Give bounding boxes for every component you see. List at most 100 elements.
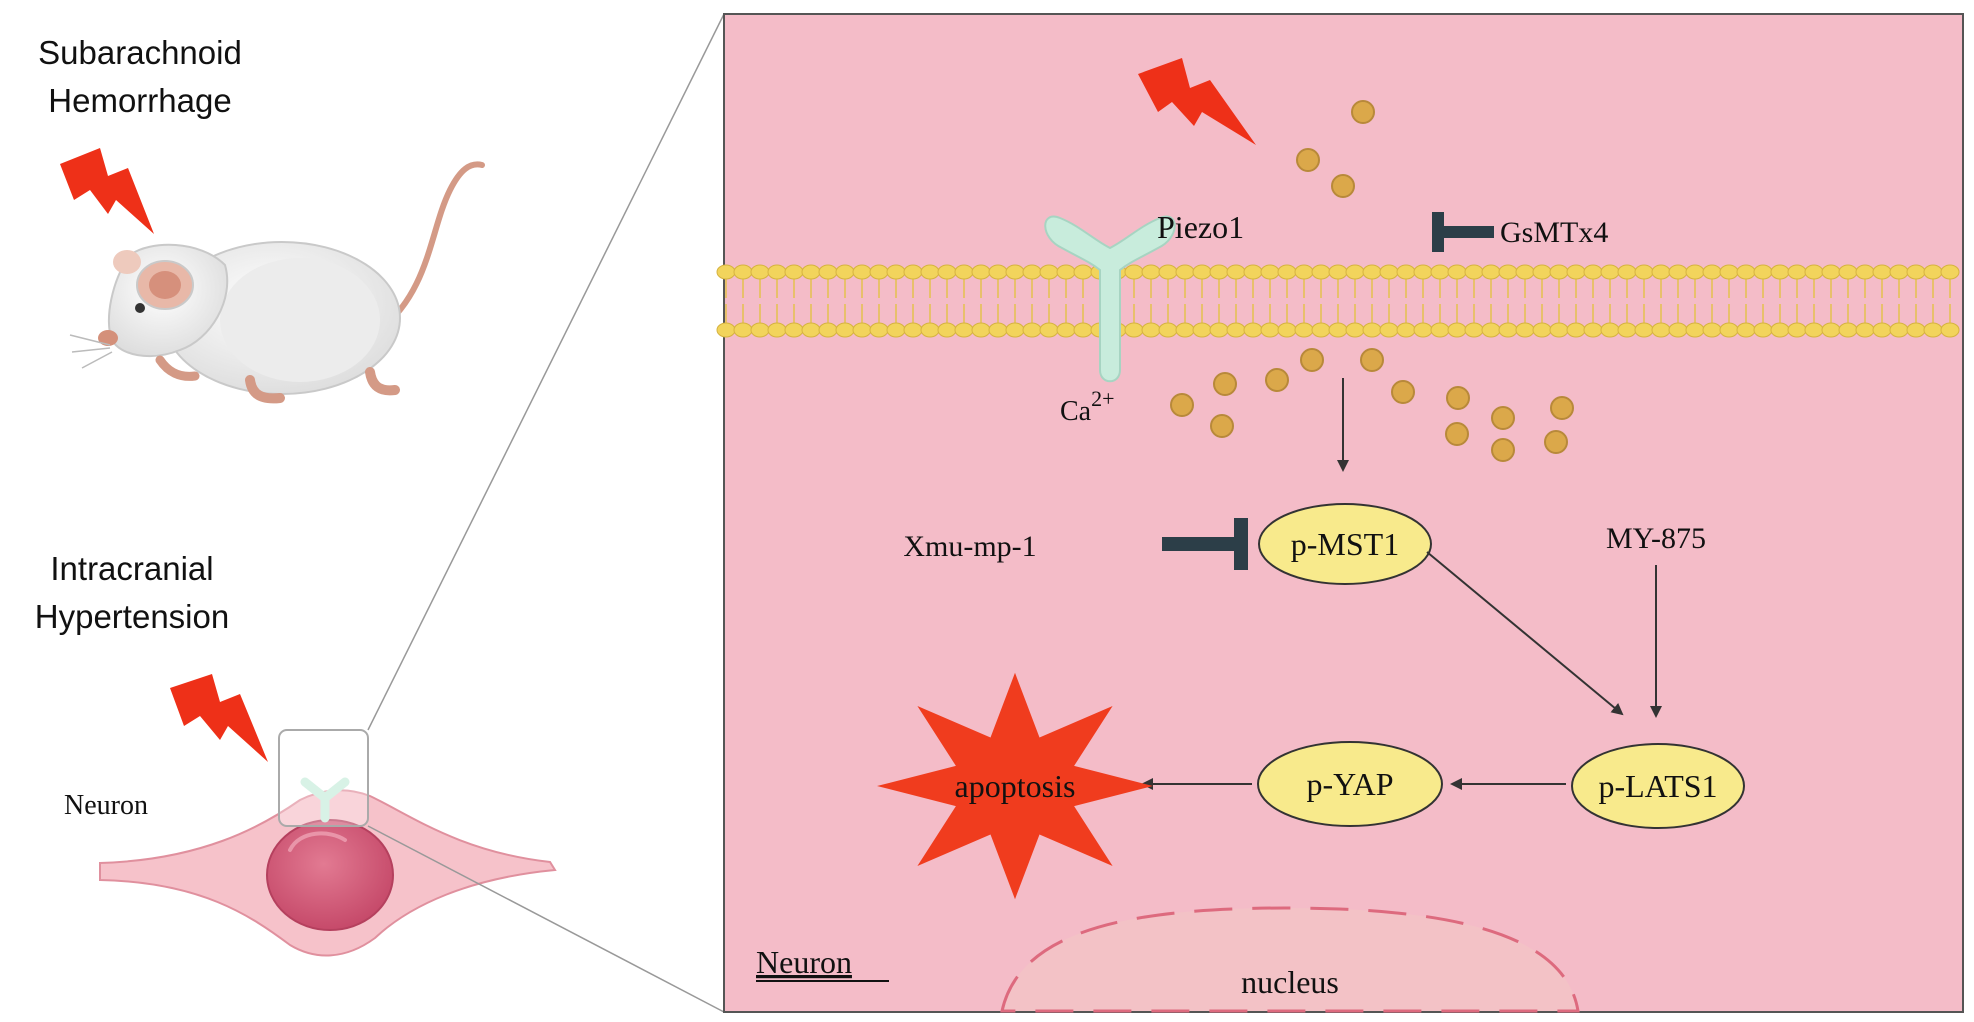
lipid-head <box>1736 322 1756 338</box>
lipid-head <box>784 264 804 280</box>
lipid-head <box>835 264 855 280</box>
p-mst1-node <box>1258 503 1432 585</box>
lipid-head <box>1379 264 1399 280</box>
calcium-ion <box>1296 148 1320 172</box>
lipid-head <box>1566 264 1586 280</box>
sah-title-line2: Hemorrhage <box>48 82 231 119</box>
lipid-head <box>1073 322 1093 338</box>
lipid-head <box>852 264 872 280</box>
lipid-head <box>886 322 906 338</box>
lipid-head <box>1719 322 1739 338</box>
lipid-head <box>733 322 753 338</box>
lipid-head <box>1583 322 1603 338</box>
neuron-label: Neuron <box>64 790 148 821</box>
lipid-head <box>1872 322 1892 338</box>
calcium-ion <box>1391 380 1415 404</box>
lipid-head <box>852 322 872 338</box>
lipid-head <box>1498 322 1518 338</box>
lipid-head <box>1498 264 1518 280</box>
sah-title-line1: Subarachnoid <box>38 34 242 71</box>
p-yap-label: p-YAP <box>1306 766 1393 802</box>
lipid-head <box>1855 264 1875 280</box>
lipid-head <box>1634 322 1654 338</box>
lipid-head <box>1940 264 1960 280</box>
lipid-head <box>1787 322 1807 338</box>
lipid-head <box>1617 264 1637 280</box>
calcium-ion <box>1491 438 1515 462</box>
calcium-ion <box>1213 372 1237 396</box>
lipid-head <box>1702 264 1722 280</box>
calcium-ion <box>1170 393 1194 417</box>
lipid-head <box>1447 322 1467 338</box>
lipid-head <box>920 264 940 280</box>
lipid-head <box>801 322 821 338</box>
lipid-head <box>1056 264 1076 280</box>
lipid-head <box>1209 322 1229 338</box>
lipid-head <box>903 322 923 338</box>
calcium-ion <box>1544 430 1568 454</box>
lipid-head <box>1702 322 1722 338</box>
cell-membrane <box>716 264 1960 338</box>
lipid-head <box>1838 264 1858 280</box>
lipid-head <box>1838 322 1858 338</box>
lipid-head <box>1821 322 1841 338</box>
lipid-head <box>1396 264 1416 280</box>
xmu-mp-1-inhibitor-icon <box>1162 518 1248 570</box>
ca-text: Ca <box>1060 396 1092 427</box>
lipid-head <box>1430 322 1450 338</box>
lipid-head <box>1481 322 1501 338</box>
calcium-ion <box>1300 348 1324 372</box>
apoptosis-label: apoptosis <box>955 768 1076 804</box>
lipid-head <box>1141 264 1161 280</box>
lipid-head <box>1889 322 1909 338</box>
lipid-head <box>1872 264 1892 280</box>
lipid-head <box>1362 322 1382 338</box>
lipid-head <box>1906 264 1926 280</box>
lipid-head <box>1005 264 1025 280</box>
arrow-mst1-to-lats1 <box>1426 551 1624 716</box>
lipid-head <box>1226 322 1246 338</box>
lipid-head <box>1804 322 1824 338</box>
my-875-label: MY-875 <box>1606 522 1706 555</box>
lipid-head <box>1685 264 1705 280</box>
ich-title-line2: Hypertension <box>35 598 229 635</box>
lipid-head <box>1549 264 1569 280</box>
lipid-head <box>954 322 974 338</box>
lipid-head <box>1022 264 1042 280</box>
lipid-head <box>869 264 889 280</box>
lipid-head <box>1175 322 1195 338</box>
calcium-ion <box>1265 368 1289 392</box>
lipid-head <box>716 322 736 338</box>
piezo1-label: Piezo1 <box>1157 209 1244 245</box>
lipid-head <box>937 322 957 338</box>
lipid-head <box>1634 264 1654 280</box>
lipid-head <box>818 264 838 280</box>
p-yap-node <box>1257 741 1443 827</box>
lipid-head <box>1345 322 1365 338</box>
lipid-head <box>733 264 753 280</box>
rat-illustration <box>69 161 485 404</box>
lipid-head <box>1141 322 1161 338</box>
lipid-head <box>920 322 940 338</box>
gsmtx4-inhibitor-icon <box>1432 212 1494 252</box>
lipid-head <box>1515 264 1535 280</box>
lipid-head <box>1124 264 1144 280</box>
lipid-head <box>971 264 991 280</box>
lightning-icon <box>1138 58 1256 145</box>
lipid-head <box>1022 322 1042 338</box>
lipid-head <box>1209 264 1229 280</box>
lipid-head <box>1600 264 1620 280</box>
lipid-head <box>1753 322 1773 338</box>
p-lats1-node <box>1571 743 1745 829</box>
lipid-head <box>1515 322 1535 338</box>
lipid-head <box>784 322 804 338</box>
lipid-head <box>869 322 889 338</box>
lipid-head <box>886 264 906 280</box>
lipid-head <box>988 264 1008 280</box>
calcium-ion <box>1360 348 1384 372</box>
calcium-ions <box>1170 100 1574 462</box>
p-lats1-label: p-LATS1 <box>1598 768 1717 804</box>
calcium-ion <box>1446 386 1470 410</box>
lipid-head <box>1685 322 1705 338</box>
